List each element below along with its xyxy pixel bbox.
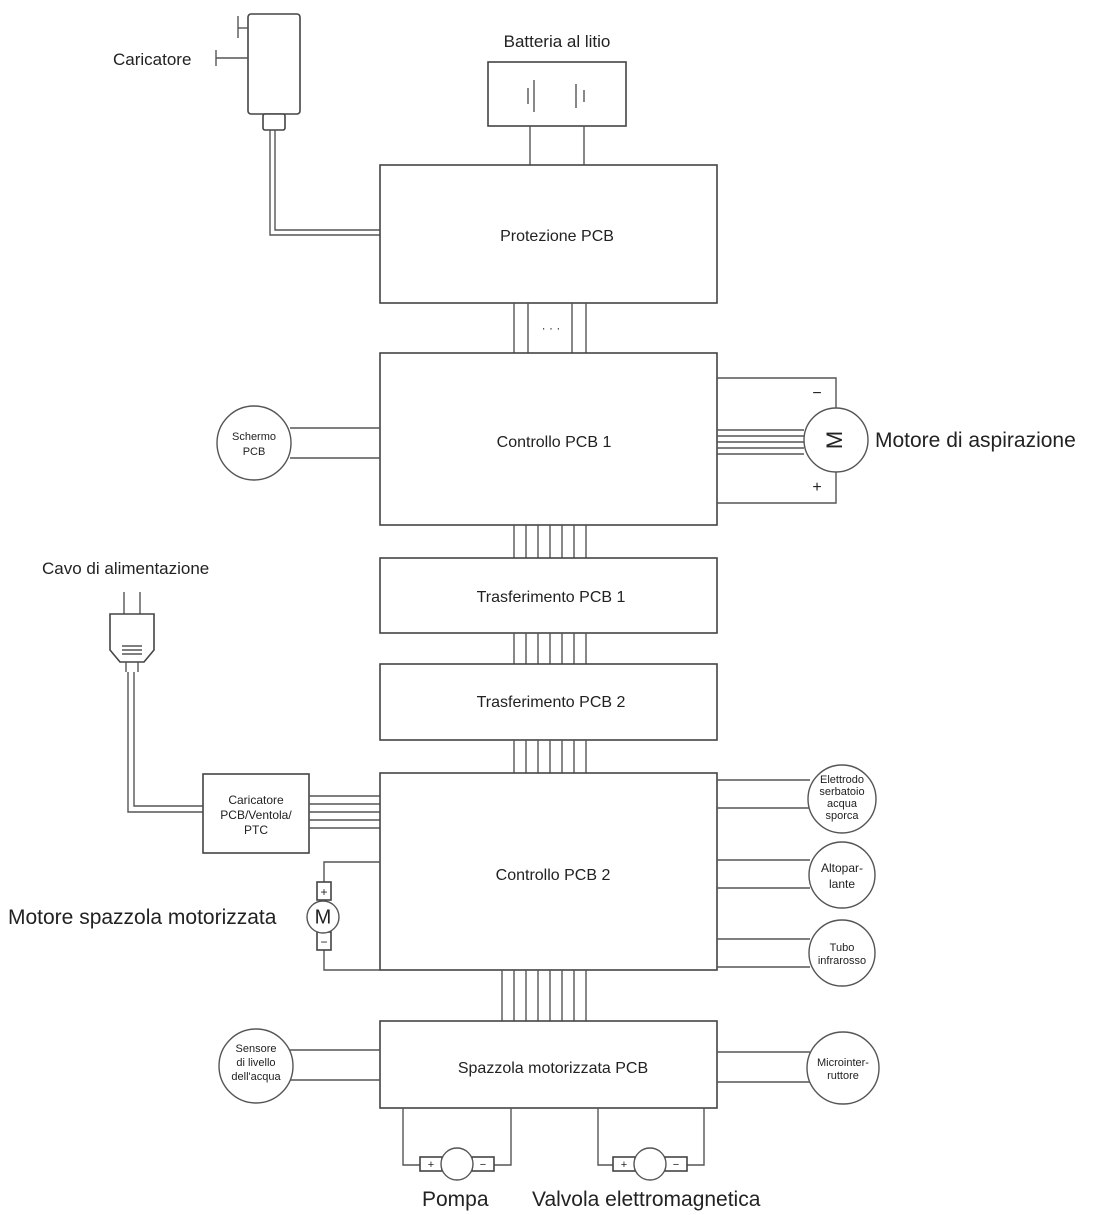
suction-motor-wiring bbox=[717, 377, 837, 504]
suction-motor-symbol: M bbox=[822, 431, 847, 449]
charger-fan-ptc-line2: PCB/Ventola/ bbox=[220, 808, 292, 822]
suction-motor-label: Motore di aspirazione bbox=[875, 429, 1076, 452]
power-plug-icon bbox=[109, 592, 155, 672]
control-pcb-1-label: Controllo PCB 1 bbox=[497, 434, 612, 451]
brush-motor-plus: + bbox=[320, 885, 327, 899]
water-level-sensor-line3: dell'acqua bbox=[231, 1071, 281, 1083]
microswitch-circle bbox=[806, 1031, 880, 1105]
power-cable-label: Cavo di alimentazione bbox=[42, 559, 209, 578]
brush-pcb-box bbox=[379, 1020, 718, 1109]
water-level-sensor-line2: di livello bbox=[236, 1057, 275, 1069]
protection-pcb-label: Protezione PCB bbox=[500, 228, 614, 245]
transfer-pcb-1-box bbox=[379, 557, 718, 634]
control-pcb-2-box bbox=[379, 772, 718, 971]
dirty-water-electrode-line3: acqua bbox=[827, 798, 858, 810]
charger-fan-ptc-line1: Caricatore bbox=[228, 793, 284, 807]
protection-pcb-box bbox=[379, 164, 718, 304]
dirty-water-electrode-line4: sporca bbox=[825, 810, 859, 822]
pump-plus: + bbox=[428, 1159, 434, 1171]
bus-transfer1-transfer2 bbox=[513, 633, 587, 664]
transfer-pcb-2-box bbox=[379, 663, 718, 741]
speaker-line2: lante bbox=[829, 877, 855, 891]
speaker-line1: Altopar- bbox=[821, 861, 863, 875]
solenoid-valve-plus: + bbox=[621, 1159, 627, 1171]
dirty-water-electrode-line2: serbatoio bbox=[819, 786, 864, 798]
bus-transfer2-control2 bbox=[513, 740, 587, 773]
infrared-tube-line1: Tubo bbox=[830, 942, 855, 954]
charger-label: Caricatore bbox=[113, 50, 191, 69]
control-pcb-1-box bbox=[379, 352, 718, 526]
screen-pcb-line2: PCB bbox=[243, 446, 266, 458]
water-level-sensor-circle bbox=[218, 1028, 294, 1104]
dirty-water-electrode-line1: Elettrodo bbox=[820, 774, 864, 786]
bus-control2-brush bbox=[501, 970, 587, 1021]
microswitch-line1: Microinter- bbox=[817, 1057, 869, 1069]
infrared-tube-line2: infrarosso bbox=[818, 955, 866, 967]
pump-wiring bbox=[402, 1108, 512, 1172]
charger-to-control2-wires bbox=[309, 795, 380, 829]
solenoid-valve-minus: − bbox=[673, 1159, 679, 1171]
battery-cell-icon bbox=[527, 80, 585, 112]
water-level-sensor-line1: Sensore bbox=[236, 1043, 277, 1055]
suction-motor-minus: − bbox=[812, 385, 821, 402]
control-pcb-2-label: Controllo PCB 2 bbox=[496, 867, 611, 884]
microswitch-line2: ruttore bbox=[827, 1070, 859, 1082]
charger-adapter-icon bbox=[215, 13, 301, 131]
brush-motor-minus: − bbox=[320, 935, 327, 949]
suction-motor-plus: + bbox=[812, 479, 821, 496]
brush-motor-symbol: M bbox=[315, 906, 332, 928]
solenoid-valve-icon bbox=[633, 1147, 667, 1181]
brush-pcb-label: Spazzola motorizzata PCB bbox=[458, 1060, 648, 1077]
solenoid-valve-label: Valvola elettromagnetica bbox=[532, 1188, 761, 1211]
bus-protection-control1 bbox=[513, 303, 587, 353]
brush-motor-wiring bbox=[316, 861, 380, 971]
pump-label: Pompa bbox=[422, 1188, 489, 1211]
charger-fan-ptc-box bbox=[202, 773, 310, 854]
transfer-pcb-2-label: Trasferimento PCB 2 bbox=[477, 694, 626, 711]
infrared-tube-circle bbox=[808, 919, 876, 987]
battery bbox=[487, 61, 627, 127]
brush-motor-label: Motore spazzola motorizzata bbox=[8, 906, 277, 929]
pump-minus: − bbox=[480, 1159, 486, 1171]
charger-fan-ptc-line3: PTC bbox=[244, 823, 268, 837]
battery-label: Batteria al litio bbox=[504, 32, 611, 51]
dirty-water-electrode-circle bbox=[807, 764, 877, 834]
transfer-pcb-1-label: Trasferimento PCB 1 bbox=[477, 589, 626, 606]
pump-motor-icon bbox=[440, 1147, 474, 1181]
suction-motor-icon bbox=[803, 407, 869, 473]
brush-motor-icon bbox=[306, 900, 340, 934]
speaker-circle bbox=[808, 841, 876, 909]
screen-pcb-circle bbox=[216, 405, 292, 481]
bus-ellipsis: · · · bbox=[542, 321, 561, 335]
bus-control1-transfer1 bbox=[513, 525, 587, 558]
screen-pcb-line1: Schermo bbox=[232, 431, 276, 443]
